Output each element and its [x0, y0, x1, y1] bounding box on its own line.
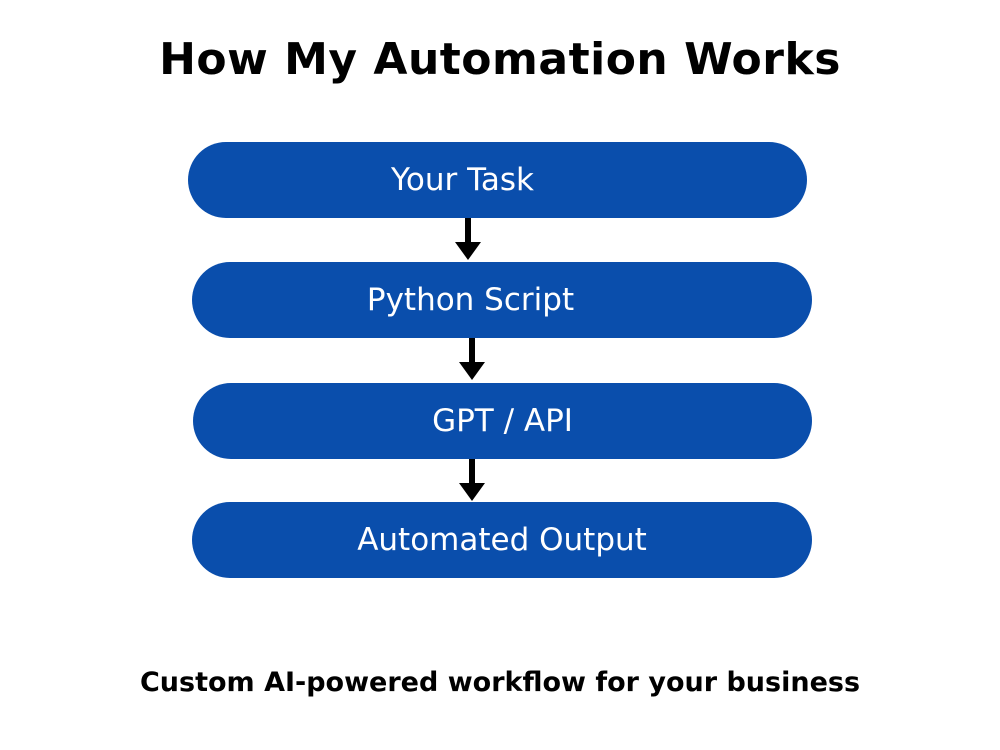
step-label: Python Script: [366, 282, 575, 318]
step-label: Automated Output: [357, 522, 647, 558]
step-python-script: Python Script: [192, 262, 812, 338]
down-arrow-icon: [459, 459, 485, 501]
step-label: Your Task: [391, 162, 534, 198]
step-automated-output: Automated Output: [192, 502, 812, 578]
step-label: GPT / API: [432, 403, 573, 439]
step-your-task: Your Task: [188, 142, 807, 218]
page-title: How My Automation Works: [159, 34, 841, 85]
caption: Custom AI-powered workflow for your busi…: [139, 667, 861, 698]
down-arrow-icon: [459, 338, 485, 380]
down-arrow-icon: [455, 218, 481, 260]
step-gpt-api: GPT / API: [193, 383, 812, 459]
